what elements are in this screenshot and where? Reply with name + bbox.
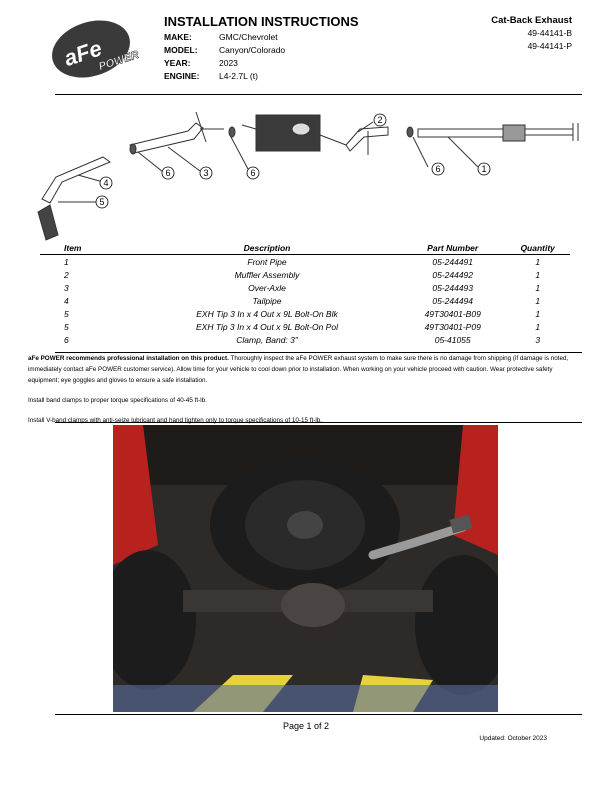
table-header-row: Item Description Part Number Quantity (40, 242, 570, 255)
recommendation-note: aFe POWER recommends professional instal… (28, 355, 569, 384)
afe-power-logo: aFe POWER (52, 20, 139, 78)
part-number-p: 49-44141-P (527, 41, 572, 51)
notes-divider (55, 422, 582, 423)
header-divider (55, 94, 582, 95)
svg-text:3: 3 (203, 168, 208, 178)
svg-text:1: 1 (481, 164, 486, 174)
exhaust-diagram: 2 1 6 3 6 6 4 5 (37, 111, 579, 241)
product-type: Cat-Back Exhaust (491, 15, 572, 26)
svg-text:6: 6 (250, 168, 255, 178)
page-number: Page 1 of 2 (282, 721, 330, 731)
band-clamp-note: Install band clamps to proper torque spe… (28, 397, 207, 404)
vehicle-info: MAKE:GMC/Chevrolet MODEL:Canyon/Colorado… (164, 31, 285, 83)
svg-text:6: 6 (435, 164, 440, 174)
year-row: YEAR:2023 (164, 58, 238, 68)
callout-6-b: 6 (246, 166, 260, 180)
part-number-b: 49-44141-B (527, 28, 572, 38)
svg-text:4: 4 (103, 178, 108, 188)
page-title: INSTALLATION INSTRUCTIONS (164, 14, 359, 29)
make-row: MAKE:GMC/Chevrolet (164, 32, 278, 42)
callout-4: 4 (99, 176, 113, 190)
callout-3: 3 (199, 166, 213, 180)
callout-6-c: 6 (431, 162, 445, 176)
svg-text:2: 2 (377, 115, 382, 125)
table-divider (55, 352, 582, 353)
vband-clamp-note: Install V-band clamps with anti-seize lu… (28, 417, 323, 424)
installation-notes: aFe POWER recommends professional instal… (28, 353, 584, 426)
callout-5: 5 (95, 195, 109, 209)
product-info: Cat-Back Exhaust 49-44141-B 49-44141-P (491, 14, 572, 53)
photo-divider (55, 714, 582, 715)
installed-exhaust-photo (113, 425, 498, 712)
updated-date: Updated: October 2023 (479, 735, 547, 742)
callout-1: 1 (477, 162, 491, 176)
callout-2: 2 (373, 113, 387, 127)
model-row: MODEL:Canyon/Colorado (164, 45, 286, 55)
callout-6-a: 6 (161, 166, 175, 180)
svg-text:5: 5 (99, 197, 104, 207)
engine-row: ENGINE:L4-2.7L (t) (164, 71, 258, 81)
svg-text:6: 6 (165, 168, 170, 178)
